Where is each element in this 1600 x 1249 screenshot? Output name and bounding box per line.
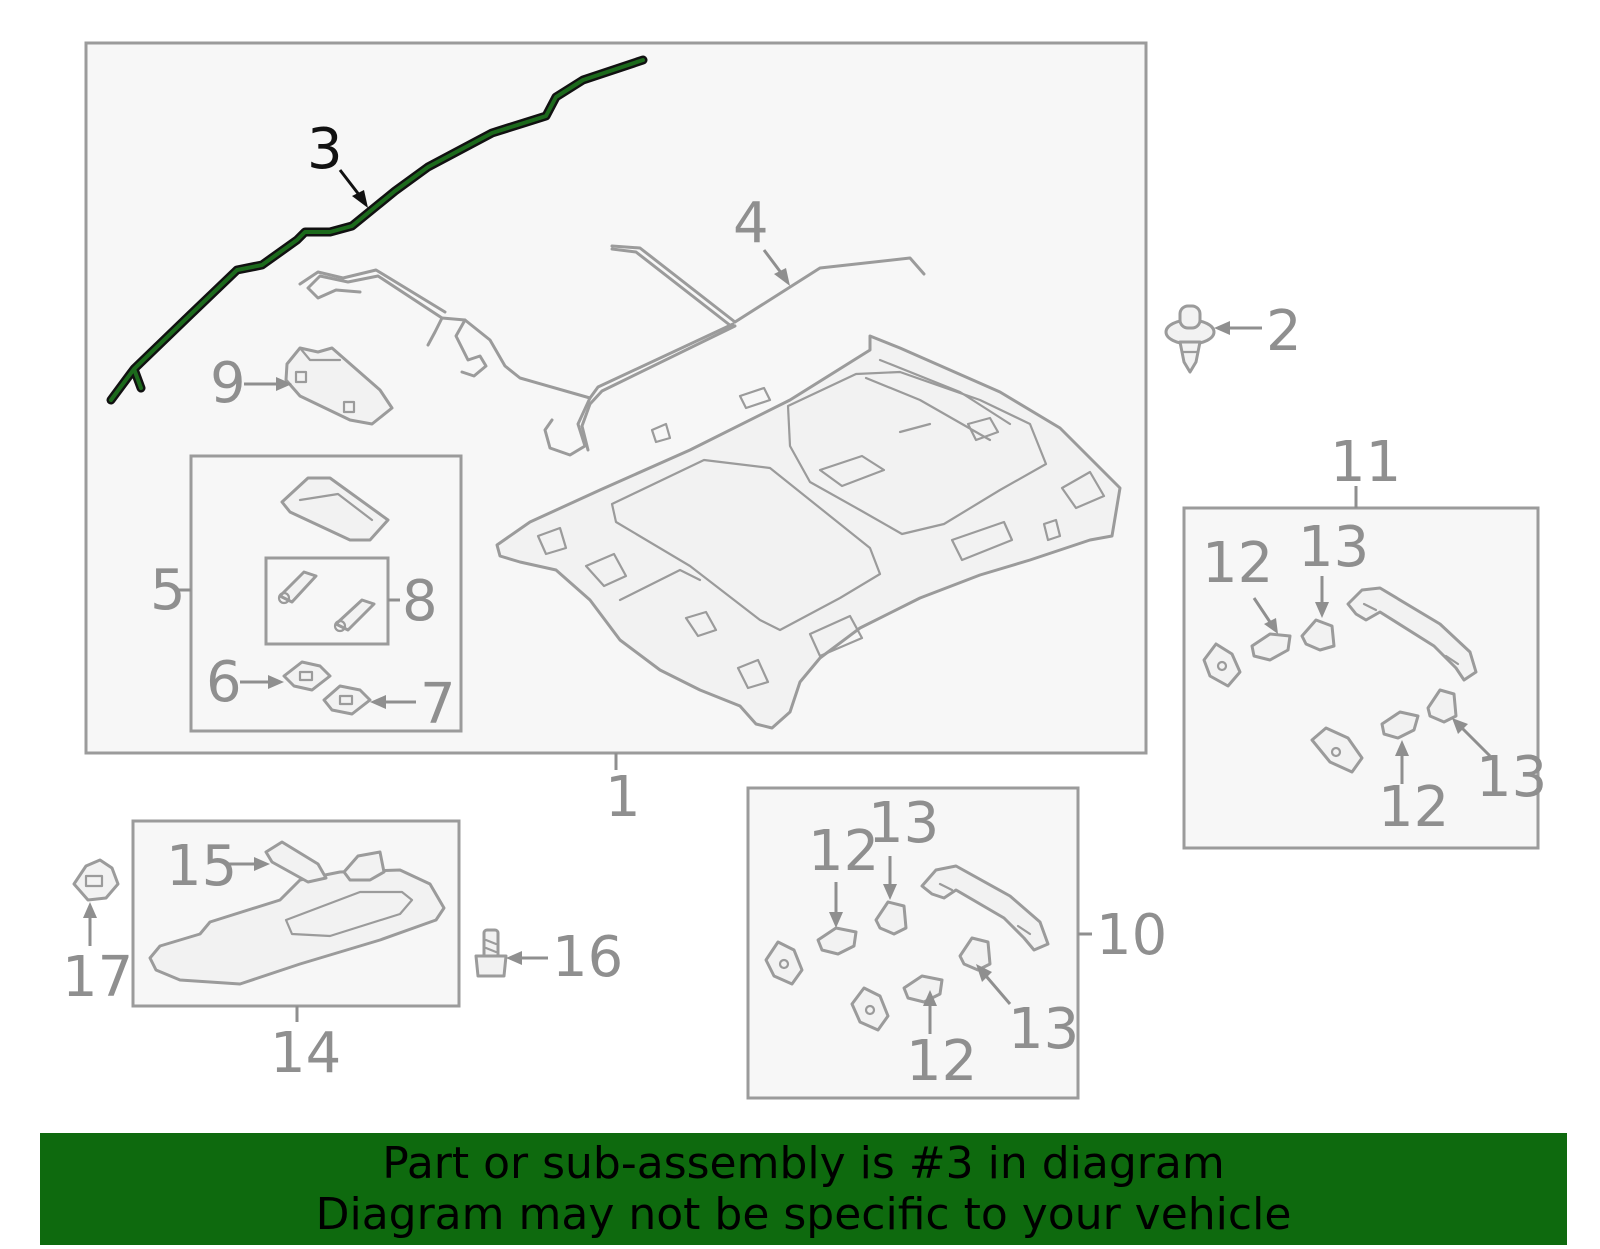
- info-banner: Part or sub-assembly is #3 in diagram Di…: [40, 1133, 1567, 1245]
- callout-12a: 12: [1202, 531, 1273, 596]
- part-16-screw[interactable]: [474, 928, 508, 978]
- arrow-9: [244, 377, 292, 391]
- part-13-clips-box-11[interactable]: [1300, 618, 1458, 724]
- banner-line-2: Diagram may not be specific to your vehi…: [315, 1189, 1292, 1240]
- arrow-13c: [883, 856, 897, 900]
- arrow-17: [83, 902, 97, 946]
- callout-11: 11: [1330, 430, 1401, 495]
- part-11-grab-handle[interactable]: [1346, 586, 1478, 682]
- arrow-12b: [1395, 740, 1409, 784]
- part-8-bulbs[interactable]: [277, 570, 376, 633]
- arrow-4: [762, 249, 790, 286]
- part-4-wiring-harness[interactable]: [298, 244, 926, 457]
- part-6-lamp-clip[interactable]: [282, 660, 332, 692]
- part-14-visor-hinge[interactable]: [342, 850, 386, 882]
- callout-10: 10: [1096, 903, 1167, 968]
- part-7-lamp-clip[interactable]: [322, 684, 372, 716]
- callout-9: 9: [210, 351, 246, 416]
- callout-8: 8: [402, 569, 438, 634]
- part-12-clips-box-11[interactable]: [1250, 632, 1420, 740]
- callout-12c: 12: [808, 819, 879, 884]
- part-2-push-clip[interactable]: [1164, 304, 1216, 374]
- callout-13d: 13: [1008, 997, 1079, 1062]
- callout-17: 17: [62, 945, 133, 1010]
- callout-12b: 12: [1378, 775, 1449, 840]
- part-10-end-caps[interactable]: [764, 940, 890, 1032]
- part-5-lamp-lens[interactable]: [280, 476, 390, 542]
- arrow-2: [1214, 321, 1262, 335]
- grab-handle-box-10: [746, 786, 1080, 1100]
- arrow-6: [240, 675, 284, 689]
- callout-13a: 13: [1298, 515, 1369, 580]
- arrow-12a: [1252, 597, 1278, 634]
- callout-7: 7: [420, 672, 456, 737]
- banner-line-1: Part or sub-assembly is #3 in diagram: [382, 1138, 1225, 1189]
- part-3-highlighted-strip[interactable]: [106, 55, 648, 405]
- arrow-13b: [1452, 718, 1492, 758]
- arrow-12c: [829, 882, 843, 928]
- callout-13c: 13: [868, 791, 939, 856]
- arrow-7: [370, 695, 416, 709]
- arrow-16: [506, 951, 548, 965]
- part-11-end-caps[interactable]: [1202, 642, 1364, 774]
- part-1-headliner[interactable]: [495, 334, 1122, 730]
- callout-6: 6: [206, 650, 242, 715]
- callout-15: 15: [166, 834, 237, 899]
- callout-16: 16: [552, 925, 623, 990]
- callout-1: 1: [605, 765, 641, 830]
- arrow-13a: [1315, 576, 1329, 618]
- part-15-visor-bulb[interactable]: [264, 840, 328, 884]
- callout-14: 14: [270, 1021, 341, 1086]
- callout-12d: 12: [906, 1029, 977, 1094]
- callout-2: 2: [1266, 299, 1302, 364]
- callout-4: 4: [733, 191, 769, 256]
- part-14-sun-visor[interactable]: [148, 868, 446, 986]
- part-17-visor-clip[interactable]: [72, 858, 120, 902]
- arrow-12d: [923, 990, 937, 1034]
- arrow-13d: [976, 964, 1012, 1005]
- part-9-lamp[interactable]: [284, 346, 394, 426]
- part-10-grab-handle[interactable]: [920, 864, 1050, 952]
- arrow-15: [228, 857, 270, 871]
- callout-3: 3: [307, 117, 343, 182]
- arrow-3: [338, 169, 368, 208]
- grab-handle-box-11: [1182, 506, 1540, 850]
- part-13-clips-box-10[interactable]: [874, 900, 992, 972]
